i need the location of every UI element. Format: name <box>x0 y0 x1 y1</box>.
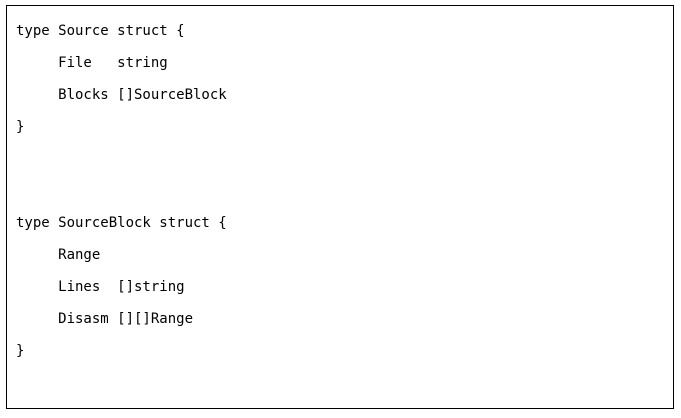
code-line: type Source struct { <box>16 23 185 39</box>
code-line: type SourceBlock struct { <box>16 215 227 231</box>
code-line-blank <box>16 367 673 399</box>
code-line-blank <box>16 143 673 175</box>
code-line: Range <box>16 247 101 263</box>
code-line: Disasm [][]Range <box>16 311 194 327</box>
code-line: } <box>16 119 25 135</box>
code-line: File string <box>16 55 168 71</box>
code-line-blank <box>16 399 673 408</box>
code-line: } <box>16 343 25 359</box>
code-line: Lines []string <box>16 279 185 295</box>
code-listing[interactable]: type Source struct { File string Blocks … <box>16 15 673 408</box>
code-line-blank <box>16 175 673 207</box>
code-content: type Source struct { File string Blocks … <box>16 15 673 408</box>
code-block-figure: type Source struct { File string Blocks … <box>6 5 674 409</box>
code-line: Blocks []SourceBlock <box>16 87 227 103</box>
